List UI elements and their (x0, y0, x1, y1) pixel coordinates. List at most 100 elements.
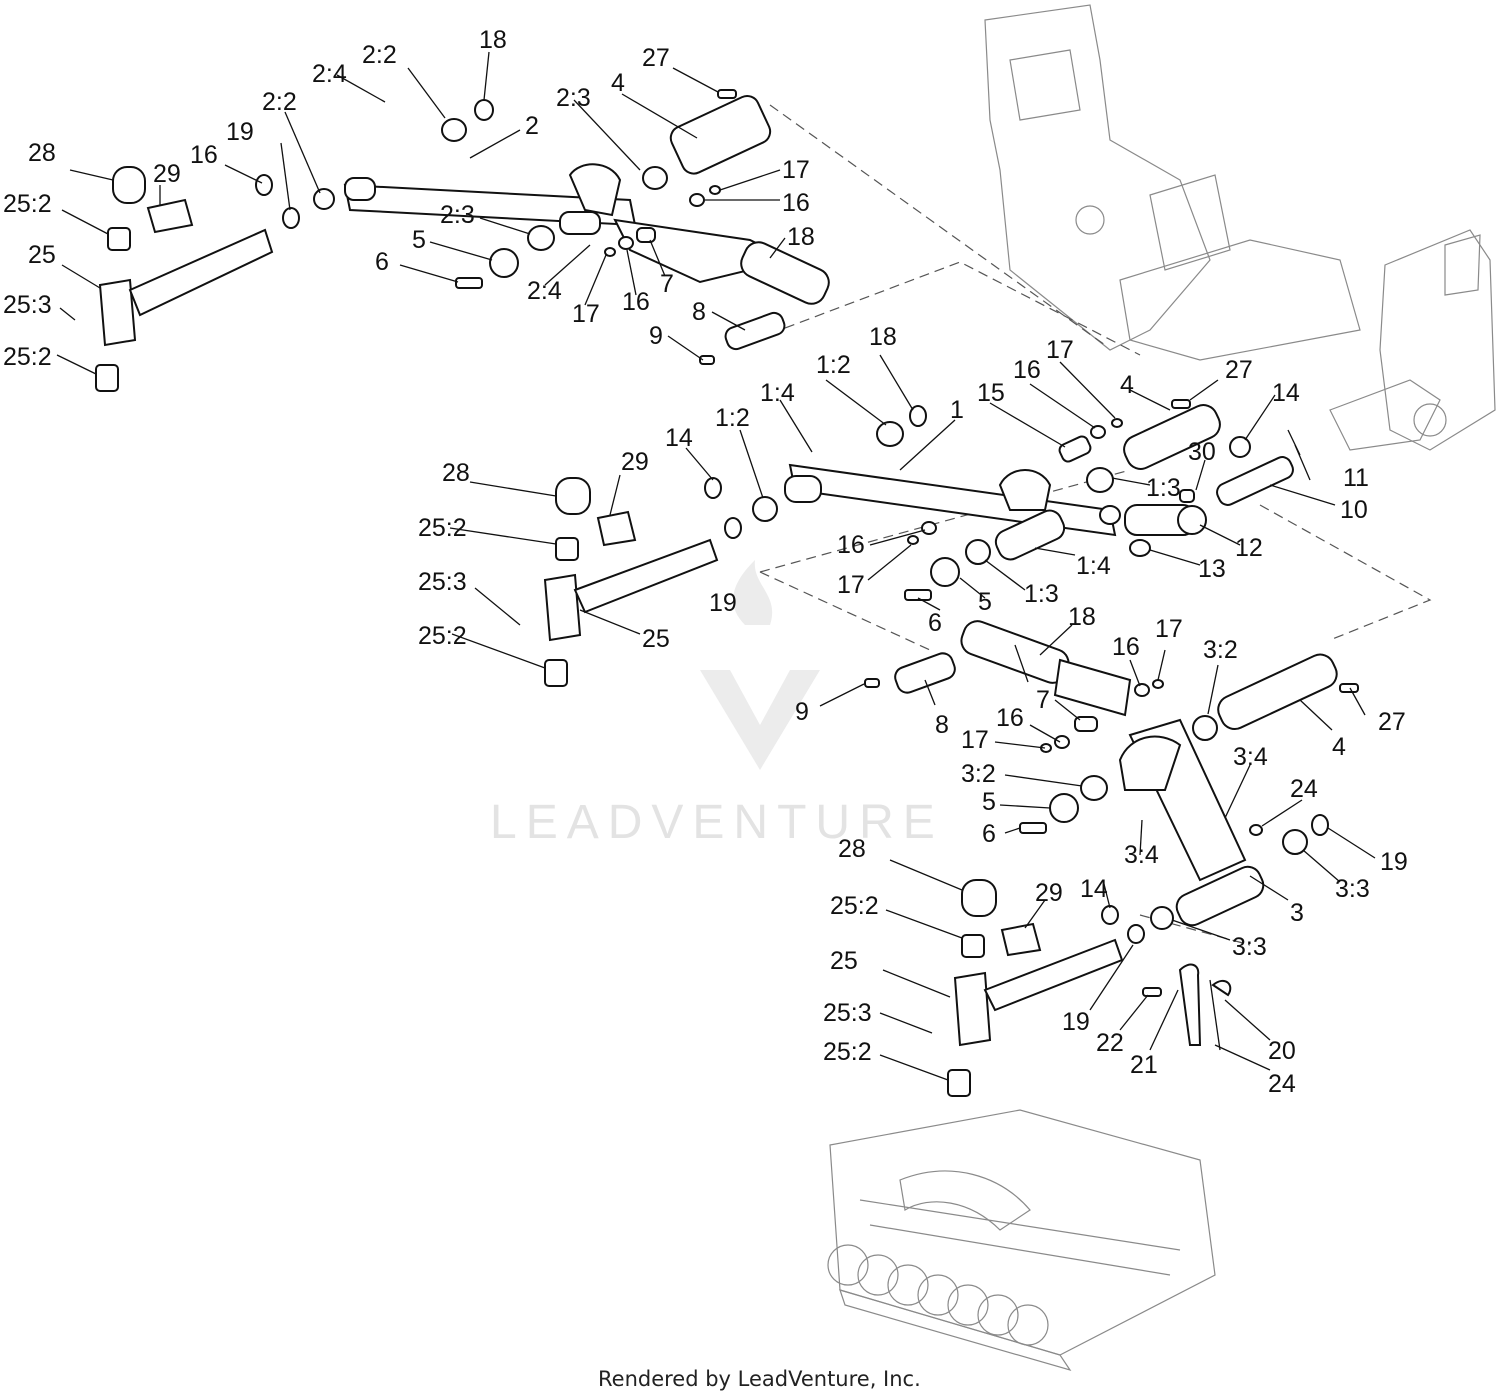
clip-14-d (704, 477, 722, 499)
screw-27-b (1171, 399, 1191, 409)
small-hardware (255, 89, 1359, 834)
bushing-25-2-a-top (107, 227, 131, 251)
lift-arm-assembly-3 (947, 824, 1263, 1097)
ring-17-d (1111, 418, 1123, 428)
callout-label: 2:2 (262, 88, 297, 116)
callout-label: 12 (1235, 534, 1263, 562)
callout-label: 27 (1378, 708, 1406, 736)
screw-9-a (699, 355, 715, 365)
bolt-22 (1142, 987, 1162, 997)
callout-label: 19 (1062, 1008, 1090, 1036)
callout-label: 18 (787, 223, 815, 251)
watermark: LEADVENTURE (490, 560, 935, 849)
callout-label: 3 (1290, 899, 1304, 927)
pin-7-b (1074, 716, 1098, 732)
bushing-1-2-a (752, 496, 778, 522)
bushing-25-2-a-bottom (95, 364, 119, 392)
callout-label: 16 (1112, 633, 1140, 661)
pin-4-c (1217, 653, 1338, 731)
pin-8-a (724, 311, 786, 351)
clip-14-a (255, 174, 273, 196)
nut-23 (1249, 824, 1263, 836)
pin-4-b (1123, 404, 1221, 470)
callout-label: 1:3 (1146, 474, 1181, 502)
bushing-2-2-a (441, 118, 467, 142)
cap-28-a (112, 166, 146, 204)
callout-label: 19 (1380, 848, 1408, 876)
callout-label: 1:2 (715, 404, 750, 432)
callout-label: 9 (649, 322, 663, 350)
callout-label: 1:3 (1024, 580, 1059, 608)
callout-label: 3:4 (1233, 743, 1268, 771)
callout-label: 2:3 (440, 201, 475, 229)
castor-arm-25-c (983, 938, 1124, 1012)
cap-28-b (555, 477, 591, 515)
callout-label: 6 (375, 248, 389, 276)
callout-label: 29 (1035, 879, 1063, 907)
washer-19-c (724, 517, 742, 539)
callout-label: 1:4 (760, 379, 795, 407)
ring-17-e (1152, 679, 1164, 689)
arm-2-hook (568, 163, 622, 217)
castor-fork-25-a (98, 278, 137, 347)
callout-label: 25:2 (830, 892, 879, 920)
callout-label: 3:4 (1124, 841, 1159, 869)
screw-9-b (864, 678, 880, 688)
roller-5-c (1049, 793, 1079, 823)
chain-24 (1209, 979, 1221, 1051)
callout-label: 2 (525, 112, 539, 140)
callout-label: 3:2 (1203, 636, 1238, 664)
bolt-6-b (904, 589, 932, 601)
callout-label: 18 (869, 323, 897, 351)
eye-12 (1177, 505, 1207, 535)
callout-label: 16 (837, 531, 865, 559)
callout-label: 25:3 (418, 568, 467, 596)
callout-label: 24 (1290, 775, 1318, 803)
callout-label: 15 (977, 379, 1005, 407)
callout-label: 29 (153, 160, 181, 188)
callout-label: 22 (1096, 1029, 1124, 1057)
ring-17-a (709, 185, 721, 195)
callout-label: 5 (412, 226, 426, 254)
callout-label: 2:3 (556, 84, 591, 112)
bushing-1-2-b (876, 421, 904, 447)
callout-label: 29 (621, 448, 649, 476)
bushing-3-2-a (1192, 715, 1218, 741)
callout-label: 27 (642, 44, 670, 72)
callout-label: 17 (1155, 615, 1183, 643)
bushing-25-2-b-top (555, 537, 579, 561)
callout-label: 25:2 (418, 514, 467, 542)
callout-label: 25 (830, 947, 858, 975)
callout-label: 25 (642, 625, 670, 653)
castor-arm-25-a (128, 228, 274, 317)
arm-2-tube-left (344, 177, 376, 201)
callout-label: 3:2 (961, 760, 996, 788)
bushing-1-3-c (1086, 467, 1114, 493)
lift-arm-assembly-1 (543, 404, 1294, 687)
callout-label: 11 (1343, 464, 1369, 492)
callout-label: 17 (1046, 336, 1074, 364)
cylinder-18-b (960, 620, 1070, 684)
pin-7-a (636, 227, 656, 243)
washer-16-f (1054, 735, 1070, 749)
cap-28-c (961, 879, 997, 917)
roller-5-b (930, 557, 960, 587)
arm-1-tube-left (784, 475, 822, 503)
callout-label: 30 (1188, 438, 1216, 466)
callout-label: 28 (442, 459, 470, 487)
pin-10 (1216, 456, 1294, 506)
callout-label: 25:2 (3, 190, 52, 218)
washer-16-e (1134, 683, 1150, 697)
fitting-30 (1179, 489, 1195, 503)
callout-label: 1:2 (816, 351, 851, 379)
washer-16-c (921, 521, 937, 535)
callout-label: 17 (837, 571, 865, 599)
arm-2-tube-right (559, 211, 601, 235)
callout-label: 20 (1268, 1037, 1296, 1065)
cylinder-18-a (740, 241, 830, 305)
callout-label: 4 (611, 69, 625, 97)
callout-label: 17 (782, 156, 810, 184)
decal-29-a (146, 198, 194, 234)
callout-label: 13 (1198, 555, 1226, 583)
bushing-3-3-a (1282, 829, 1308, 855)
